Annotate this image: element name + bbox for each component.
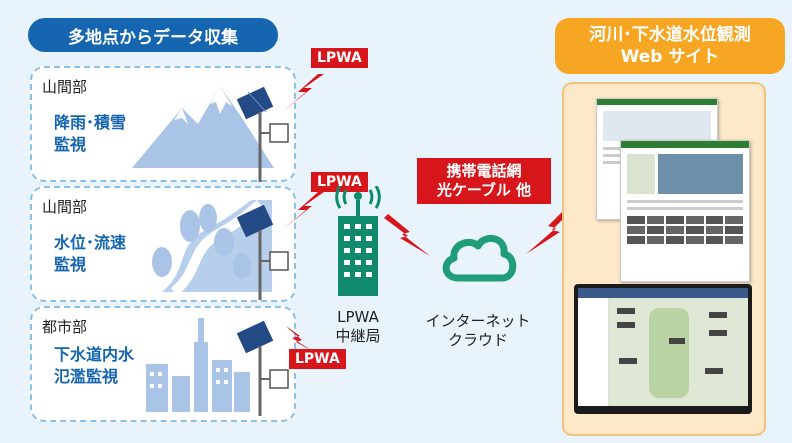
mountain-illustration [132, 86, 274, 168]
lightning-icon [282, 192, 324, 230]
city-buildings-illustration [146, 318, 250, 412]
lightning-icon [286, 326, 314, 352]
site-description-line2: 監視 [54, 255, 87, 274]
site-panel-urban: 都市部 下水道内水 氾濫監視 [30, 306, 296, 422]
cloud-label: インターネット クラウド [418, 312, 538, 350]
website-title-line1: 河川･下水道水位観測 [589, 25, 751, 45]
iot-sensor-pole-icon [236, 320, 289, 416]
data-collection-title: 多地点からデータ収集 [28, 18, 278, 52]
data-collection-title-text: 多地点からデータ収集 [68, 27, 238, 48]
site-description-line2: 氾濫監視 [54, 367, 119, 386]
lightning-icon [526, 206, 572, 254]
lpwa-badge: LPWA [311, 48, 368, 68]
website-screenshot-front [620, 140, 750, 282]
lightning-icon [282, 74, 324, 112]
website-title-line2: Web サイト [620, 47, 720, 67]
site-panel-mountain-rain: 山間部 降雨･積雪 監視 [30, 66, 296, 182]
relay-station-label: LPWA 中継局 [318, 308, 398, 346]
cloud-icon [442, 235, 517, 282]
lpwa-badge: LPWA [289, 349, 346, 369]
site-description-line1: 水位･流速 [54, 233, 127, 252]
cloud-label-line1: インターネット [425, 312, 531, 330]
site-description-line2: 監視 [54, 135, 87, 154]
relay-station-label-line2: 中継局 [335, 327, 381, 345]
network-type-line1: 携帯電話網 [446, 162, 522, 180]
relay-tower-icon [335, 186, 381, 296]
site-description-line1: 下水道内水 [54, 345, 135, 364]
site-area-label: 山間部 [42, 78, 88, 96]
site-area-label: 山間部 [42, 198, 88, 216]
iot-sensor-pole-icon [236, 204, 289, 300]
cloud-label-line2: クラウド [447, 331, 508, 349]
network-type-label: 携帯電話網 光ケーブル 他 [417, 158, 551, 204]
network-type-line2: 光ケーブル 他 [436, 181, 532, 199]
site-description-line1: 降雨･積雪 [54, 113, 127, 132]
site-area-label: 都市部 [42, 318, 88, 336]
relay-station-label-line1: LPWA [337, 308, 379, 326]
lightning-icon [384, 214, 430, 256]
lpwa-badge: LPWA [311, 172, 368, 192]
monitor-screenshot [574, 284, 752, 414]
iot-sensor-pole-icon [236, 86, 289, 182]
site-panel-mountain-river: 山間部 水位･流速 監視 [30, 186, 296, 302]
website-title: 河川･下水道水位観測 Web サイト [555, 18, 785, 74]
